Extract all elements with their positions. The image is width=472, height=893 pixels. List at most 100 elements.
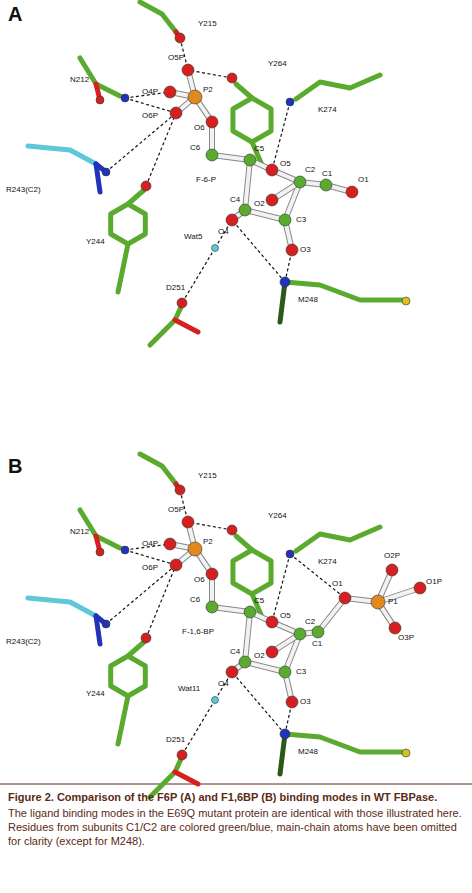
hydrogen-bond xyxy=(272,102,290,170)
atom-label: O3 xyxy=(300,246,311,254)
atom-ball xyxy=(266,616,278,628)
atom-label: C3 xyxy=(296,668,306,676)
atom-ball xyxy=(164,86,176,98)
residue-stick xyxy=(280,282,285,322)
atom-ball xyxy=(239,656,251,668)
atom-ball xyxy=(227,525,237,535)
atom-ball xyxy=(266,194,278,206)
atom-ball xyxy=(402,749,410,757)
atom-ball xyxy=(182,516,194,528)
atom-label: O1 xyxy=(358,176,369,184)
atom-ball xyxy=(266,646,278,658)
tyrosine-ring xyxy=(111,656,146,696)
atom-label: Y215 xyxy=(198,472,217,480)
residue-stick xyxy=(280,734,285,774)
hydrogen-bond xyxy=(125,550,176,565)
residue-stick xyxy=(236,84,252,98)
atom-ball xyxy=(386,564,398,576)
residue-stick xyxy=(118,696,128,744)
atom-label: K274 xyxy=(318,106,337,114)
atom-ball xyxy=(226,214,238,226)
residue-stick xyxy=(118,244,128,292)
atom-label: O6 xyxy=(194,576,205,584)
residue-stick xyxy=(150,307,181,345)
panel-letter: A xyxy=(8,4,22,24)
atom-label: O2 xyxy=(254,652,265,660)
atom-label: P2 xyxy=(203,538,213,546)
atom-label: P1 xyxy=(388,598,398,606)
atom-ball xyxy=(102,168,110,176)
atom-label: D251 xyxy=(166,284,185,292)
residue-stick xyxy=(175,320,198,332)
ligand-bond xyxy=(318,598,345,632)
atom-label: O4 xyxy=(218,228,229,236)
atom-ball xyxy=(266,164,278,176)
hydrogen-bond xyxy=(232,220,285,282)
atom-label: N212 xyxy=(70,528,89,536)
atom-ball xyxy=(121,94,129,102)
atom-ball xyxy=(279,666,291,678)
atom-label: O4P xyxy=(142,540,158,548)
atom-ball xyxy=(226,666,238,678)
residue-stick xyxy=(140,454,176,484)
atom-label: Y215 xyxy=(198,20,217,28)
atom-ball xyxy=(239,204,251,216)
residue-stick xyxy=(236,536,252,550)
atom-label: M248 xyxy=(298,748,318,756)
atom-ball xyxy=(294,628,306,640)
atom-label: C1 xyxy=(322,170,332,178)
ligand-bond-outline xyxy=(245,160,250,210)
residue-stick xyxy=(128,642,144,656)
atom-label: O5 xyxy=(280,612,291,620)
atom-ball xyxy=(121,546,129,554)
atom-label: O1 xyxy=(332,580,343,588)
caption-block: Figure 2. Comparison of the F6P (A) and … xyxy=(8,790,464,848)
atom-label: O4P xyxy=(142,88,158,96)
atom-label: C2 xyxy=(305,166,315,174)
hydrogen-bond xyxy=(188,70,232,78)
hydrogen-bond xyxy=(272,554,290,622)
atom-label: O1P xyxy=(426,578,442,586)
hydrogen-bond xyxy=(182,248,215,303)
hydrogen-bond xyxy=(188,522,232,530)
ligand-bond-outline xyxy=(245,612,250,662)
hydrogen-bond xyxy=(232,672,285,734)
hydrogen-bond xyxy=(146,113,176,186)
atom-label: O5 xyxy=(280,160,291,168)
atom-label: O6P xyxy=(142,112,158,120)
atom-label: O5P xyxy=(168,54,184,62)
atom-ball xyxy=(177,750,187,760)
atom-ball xyxy=(414,582,426,594)
atom-label: D251 xyxy=(166,736,185,744)
atom-ball xyxy=(206,568,218,580)
atom-label: Wat11 xyxy=(178,685,200,693)
tyrosine-ring xyxy=(233,550,271,594)
atom-label: O6P xyxy=(142,564,158,572)
atom-label: N212 xyxy=(70,76,89,84)
figure-title: Figure 2. Comparison of the F6P (A) and … xyxy=(8,790,464,804)
residue-stick xyxy=(296,527,380,551)
ligand-bond xyxy=(245,612,250,662)
atom-ball xyxy=(206,149,218,161)
atom-ball xyxy=(188,90,202,104)
atom-ball xyxy=(389,622,401,634)
atom-ball xyxy=(286,98,294,106)
atom-label: Wat5 xyxy=(184,233,202,241)
atom-label: C4 xyxy=(230,648,240,656)
residue-stick xyxy=(28,146,96,164)
atom-label: R243(C2) xyxy=(6,186,41,194)
atom-label: F-6-P xyxy=(196,176,216,184)
atom-ball xyxy=(170,107,182,119)
atom-ball xyxy=(170,559,182,571)
atom-ball xyxy=(280,729,290,739)
atom-ball xyxy=(177,298,187,308)
atom-label: R243(C2) xyxy=(6,638,41,646)
atom-label: O2P xyxy=(384,552,400,560)
atom-label: Y264 xyxy=(268,60,287,68)
atom-ball xyxy=(96,548,104,556)
atom-label: O5P xyxy=(168,506,184,514)
atom-ball xyxy=(175,33,185,43)
atom-ball xyxy=(182,64,194,76)
atom-label: C2 xyxy=(305,618,315,626)
